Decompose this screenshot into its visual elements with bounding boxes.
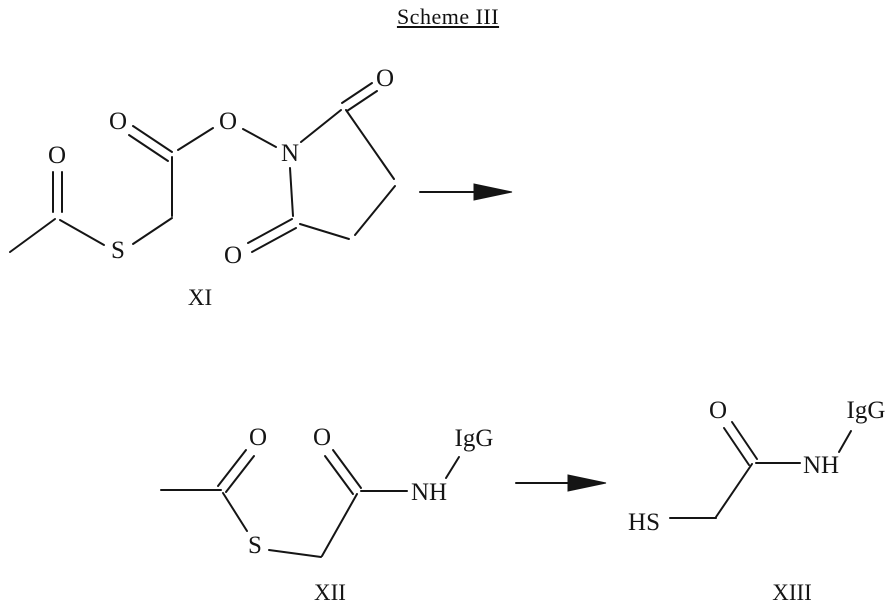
bond — [242, 128, 277, 148]
bond — [332, 449, 362, 489]
bond — [300, 109, 342, 143]
bond — [346, 90, 378, 112]
molecule-xii-bonds — [160, 449, 460, 558]
bond — [222, 492, 248, 532]
bond — [217, 449, 247, 487]
bond — [445, 456, 460, 479]
bond — [731, 421, 758, 460]
bond — [59, 219, 105, 246]
bond — [354, 185, 396, 236]
atom-nh: NH — [411, 479, 447, 506]
bond — [225, 455, 255, 493]
bond — [247, 218, 293, 244]
reaction-arrow-1 — [419, 183, 513, 201]
bond — [341, 82, 373, 104]
bond — [715, 463, 753, 518]
bond — [345, 109, 395, 180]
atom-oxygen: O — [224, 242, 242, 269]
bond — [9, 218, 56, 253]
atom-nh: NH — [803, 452, 839, 479]
arrow-head — [567, 474, 607, 492]
bond — [132, 125, 173, 153]
bond — [321, 493, 358, 557]
atom-sulfur: S — [111, 237, 125, 264]
molecule-xiii: O HS NH IgG XIII — [628, 397, 885, 604]
atom-oxygen: O — [313, 424, 331, 451]
atom-oxygen: O — [709, 397, 727, 424]
atom-sulfur: S — [248, 532, 262, 559]
atom-oxygen: O — [109, 108, 127, 135]
molecule-xi-bonds — [9, 82, 396, 253]
arrow-head — [473, 183, 513, 201]
bond — [299, 223, 350, 240]
scheme-title: Scheme III — [396, 4, 500, 29]
atom-oxygen: O — [219, 108, 237, 135]
atom-nitrogen: N — [281, 140, 299, 167]
bond — [838, 430, 852, 453]
molecule-xii: O O S NH IgG XII — [160, 424, 494, 604]
atom-oxygen: O — [376, 65, 394, 92]
group-igg: IgG — [455, 425, 494, 452]
atom-oxygen: O — [249, 424, 267, 451]
bond — [324, 455, 354, 495]
bond — [723, 427, 750, 466]
atom-oxygen: O — [48, 142, 66, 169]
compound-label-xii: XII — [314, 580, 346, 604]
group-igg: IgG — [847, 397, 886, 424]
molecule-xi: O S O O N O O XI — [9, 65, 396, 310]
bond — [128, 134, 169, 162]
molecule-xiii-bonds — [669, 421, 852, 519]
bond — [132, 217, 173, 245]
compound-label-xiii: XIII — [772, 580, 812, 604]
bond — [251, 227, 297, 253]
compound-label-xi: XI — [188, 285, 212, 310]
bond — [289, 167, 294, 217]
bond — [177, 127, 214, 151]
reaction-arrow-2 — [515, 474, 607, 492]
bond — [268, 549, 322, 558]
group-hs: HS — [628, 509, 660, 536]
